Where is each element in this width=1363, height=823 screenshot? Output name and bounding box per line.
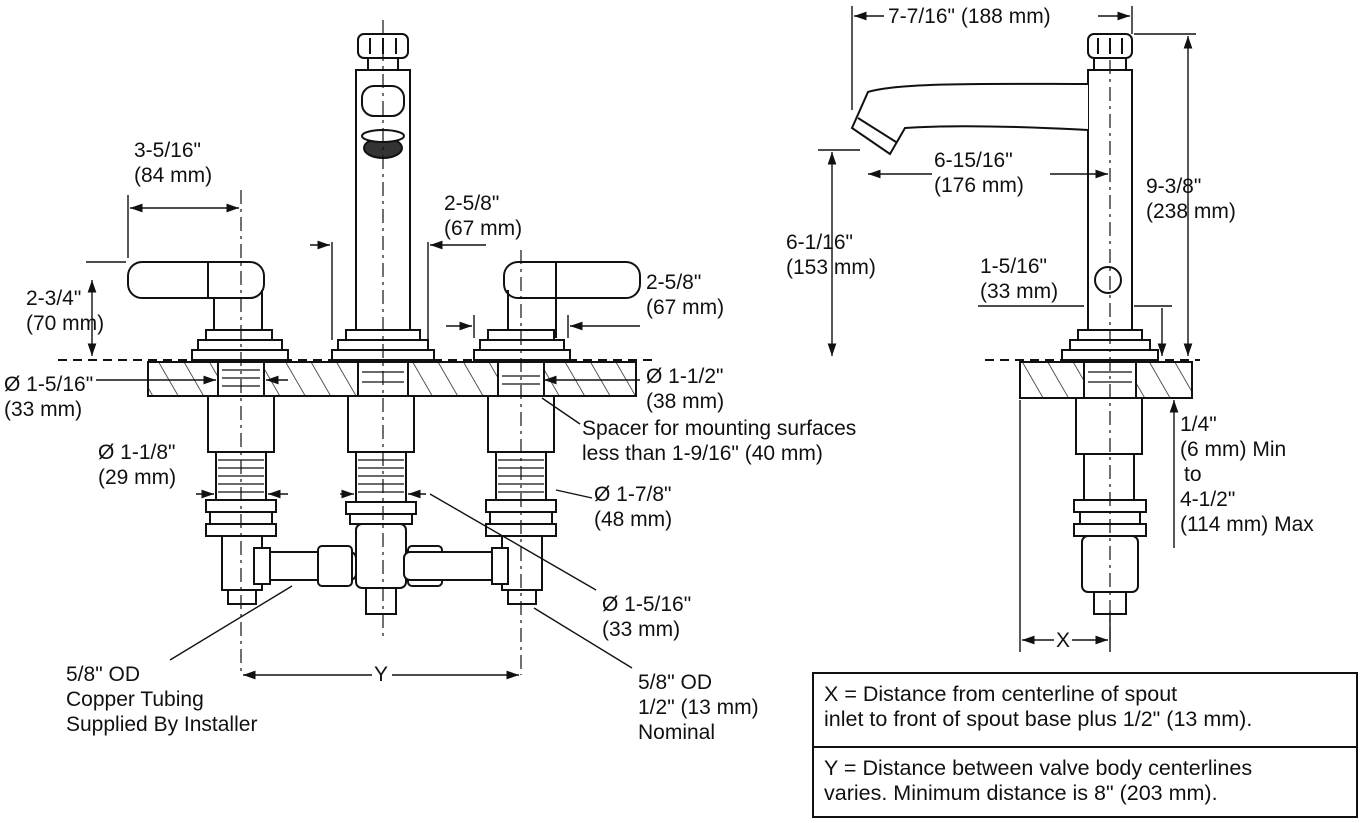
front-dimension-lines — [86, 195, 640, 680]
spout-body-dia-label: 2-5/8"(67 mm) — [444, 192, 523, 240]
handle-base-dia-label: 2-5/8"(67 mm) — [646, 271, 725, 319]
side-view — [850, 33, 1200, 640]
spout-reach-inner-label: 6-15/16"(176 mm) — [934, 149, 1024, 197]
shank-dia-label: Ø 1-1/8"(29 mm) — [98, 441, 177, 489]
valve-body-dia-label: Ø 1-5/16"(33 mm) — [602, 593, 692, 641]
deck-hole-outer-label: Ø 1-5/16"(33 mm) — [4, 373, 94, 421]
y-definition-note: Y = Distance between valve body centerli… — [814, 746, 1356, 818]
side-dimension-lines — [818, 6, 1196, 652]
spout-reach-top-label: 7-7/16" (188 mm) — [888, 5, 1051, 28]
x-dimension-label: X — [1056, 629, 1071, 652]
centerlines — [240, 20, 522, 675]
handle-height-label: 2-3/4"(70 mm) — [26, 287, 105, 335]
handle-spread-label: 3-5/16"(84 mm) — [134, 139, 213, 187]
spout-height-label: 6-1/16"(153 mm) — [786, 231, 876, 279]
y-dimension-label: Y — [374, 663, 389, 686]
front-view — [58, 20, 655, 675]
spout-hole-label: Ø 1-1/2"(38 mm) — [646, 365, 725, 413]
base-dia-side-label: 1-5/16"(33 mm) — [980, 255, 1059, 303]
overall-height-label: 9-3/8"(238 mm) — [1146, 175, 1236, 223]
valve-nut-dia-label: Ø 1-7/8"(48 mm) — [594, 483, 673, 531]
supply-tubing — [253, 545, 509, 587]
deck-thickness-label: 1/4"(6 mm) Min to 4-1/2"(114 mm) Max — [1180, 413, 1314, 536]
